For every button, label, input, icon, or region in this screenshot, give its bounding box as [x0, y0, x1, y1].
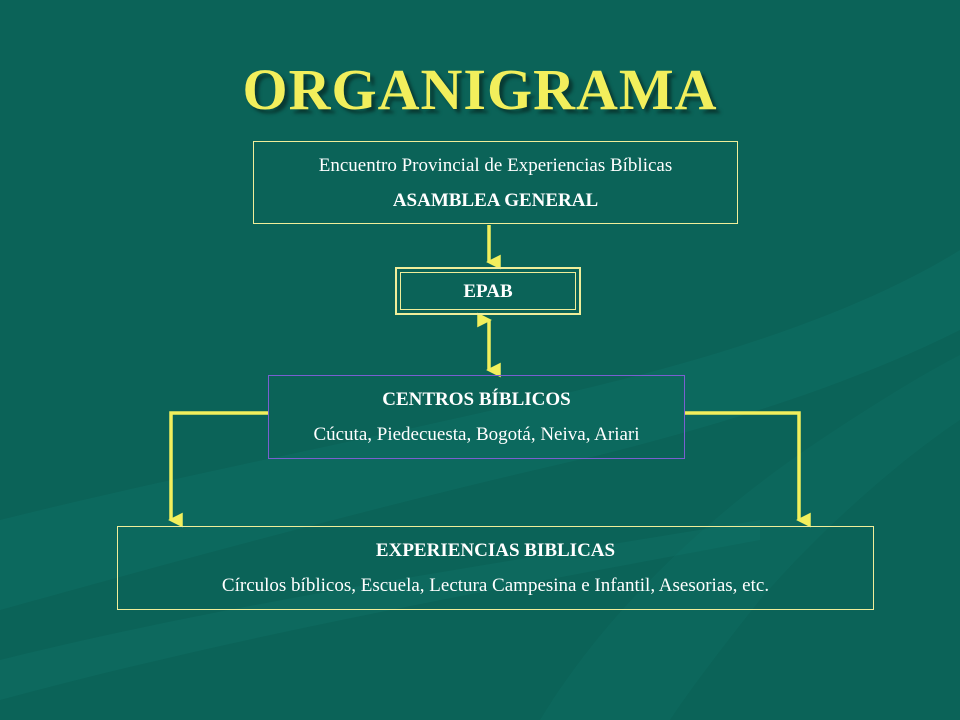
node-experiencias-biblicas: EXPERIENCIAS BIBLICAS Círculos bíblicos,… [117, 526, 874, 610]
asamblea-subtitle: Encuentro Provincial de Experiencias Bíb… [318, 154, 673, 176]
node-epab: EPAB [395, 267, 581, 315]
page-title: ORGANIGRAMA [242, 57, 718, 122]
background-swoosh [0, 520, 760, 700]
node-centros-biblicos: CENTROS BÍBLICOS Cúcuta, Piedecuesta, Bo… [268, 375, 685, 459]
background-swoosh [0, 250, 960, 610]
background-swoosh [540, 355, 960, 720]
epab-label: EPAB [463, 280, 513, 302]
experiencias-title: EXPERIENCIAS BIBLICAS [375, 540, 616, 561]
asamblea-title: ASAMBLEA GENERAL [392, 189, 599, 211]
node-asamblea-general: Encuentro Provincial de Experiencias Bíb… [253, 141, 738, 224]
experiencias-list: Círculos bíblicos, Escuela, Lectura Camp… [221, 575, 770, 596]
centros-title: CENTROS BÍBLICOS [382, 389, 571, 410]
centros-locations: Cúcuta, Piedecuesta, Bogotá, Neiva, Aria… [313, 424, 640, 445]
